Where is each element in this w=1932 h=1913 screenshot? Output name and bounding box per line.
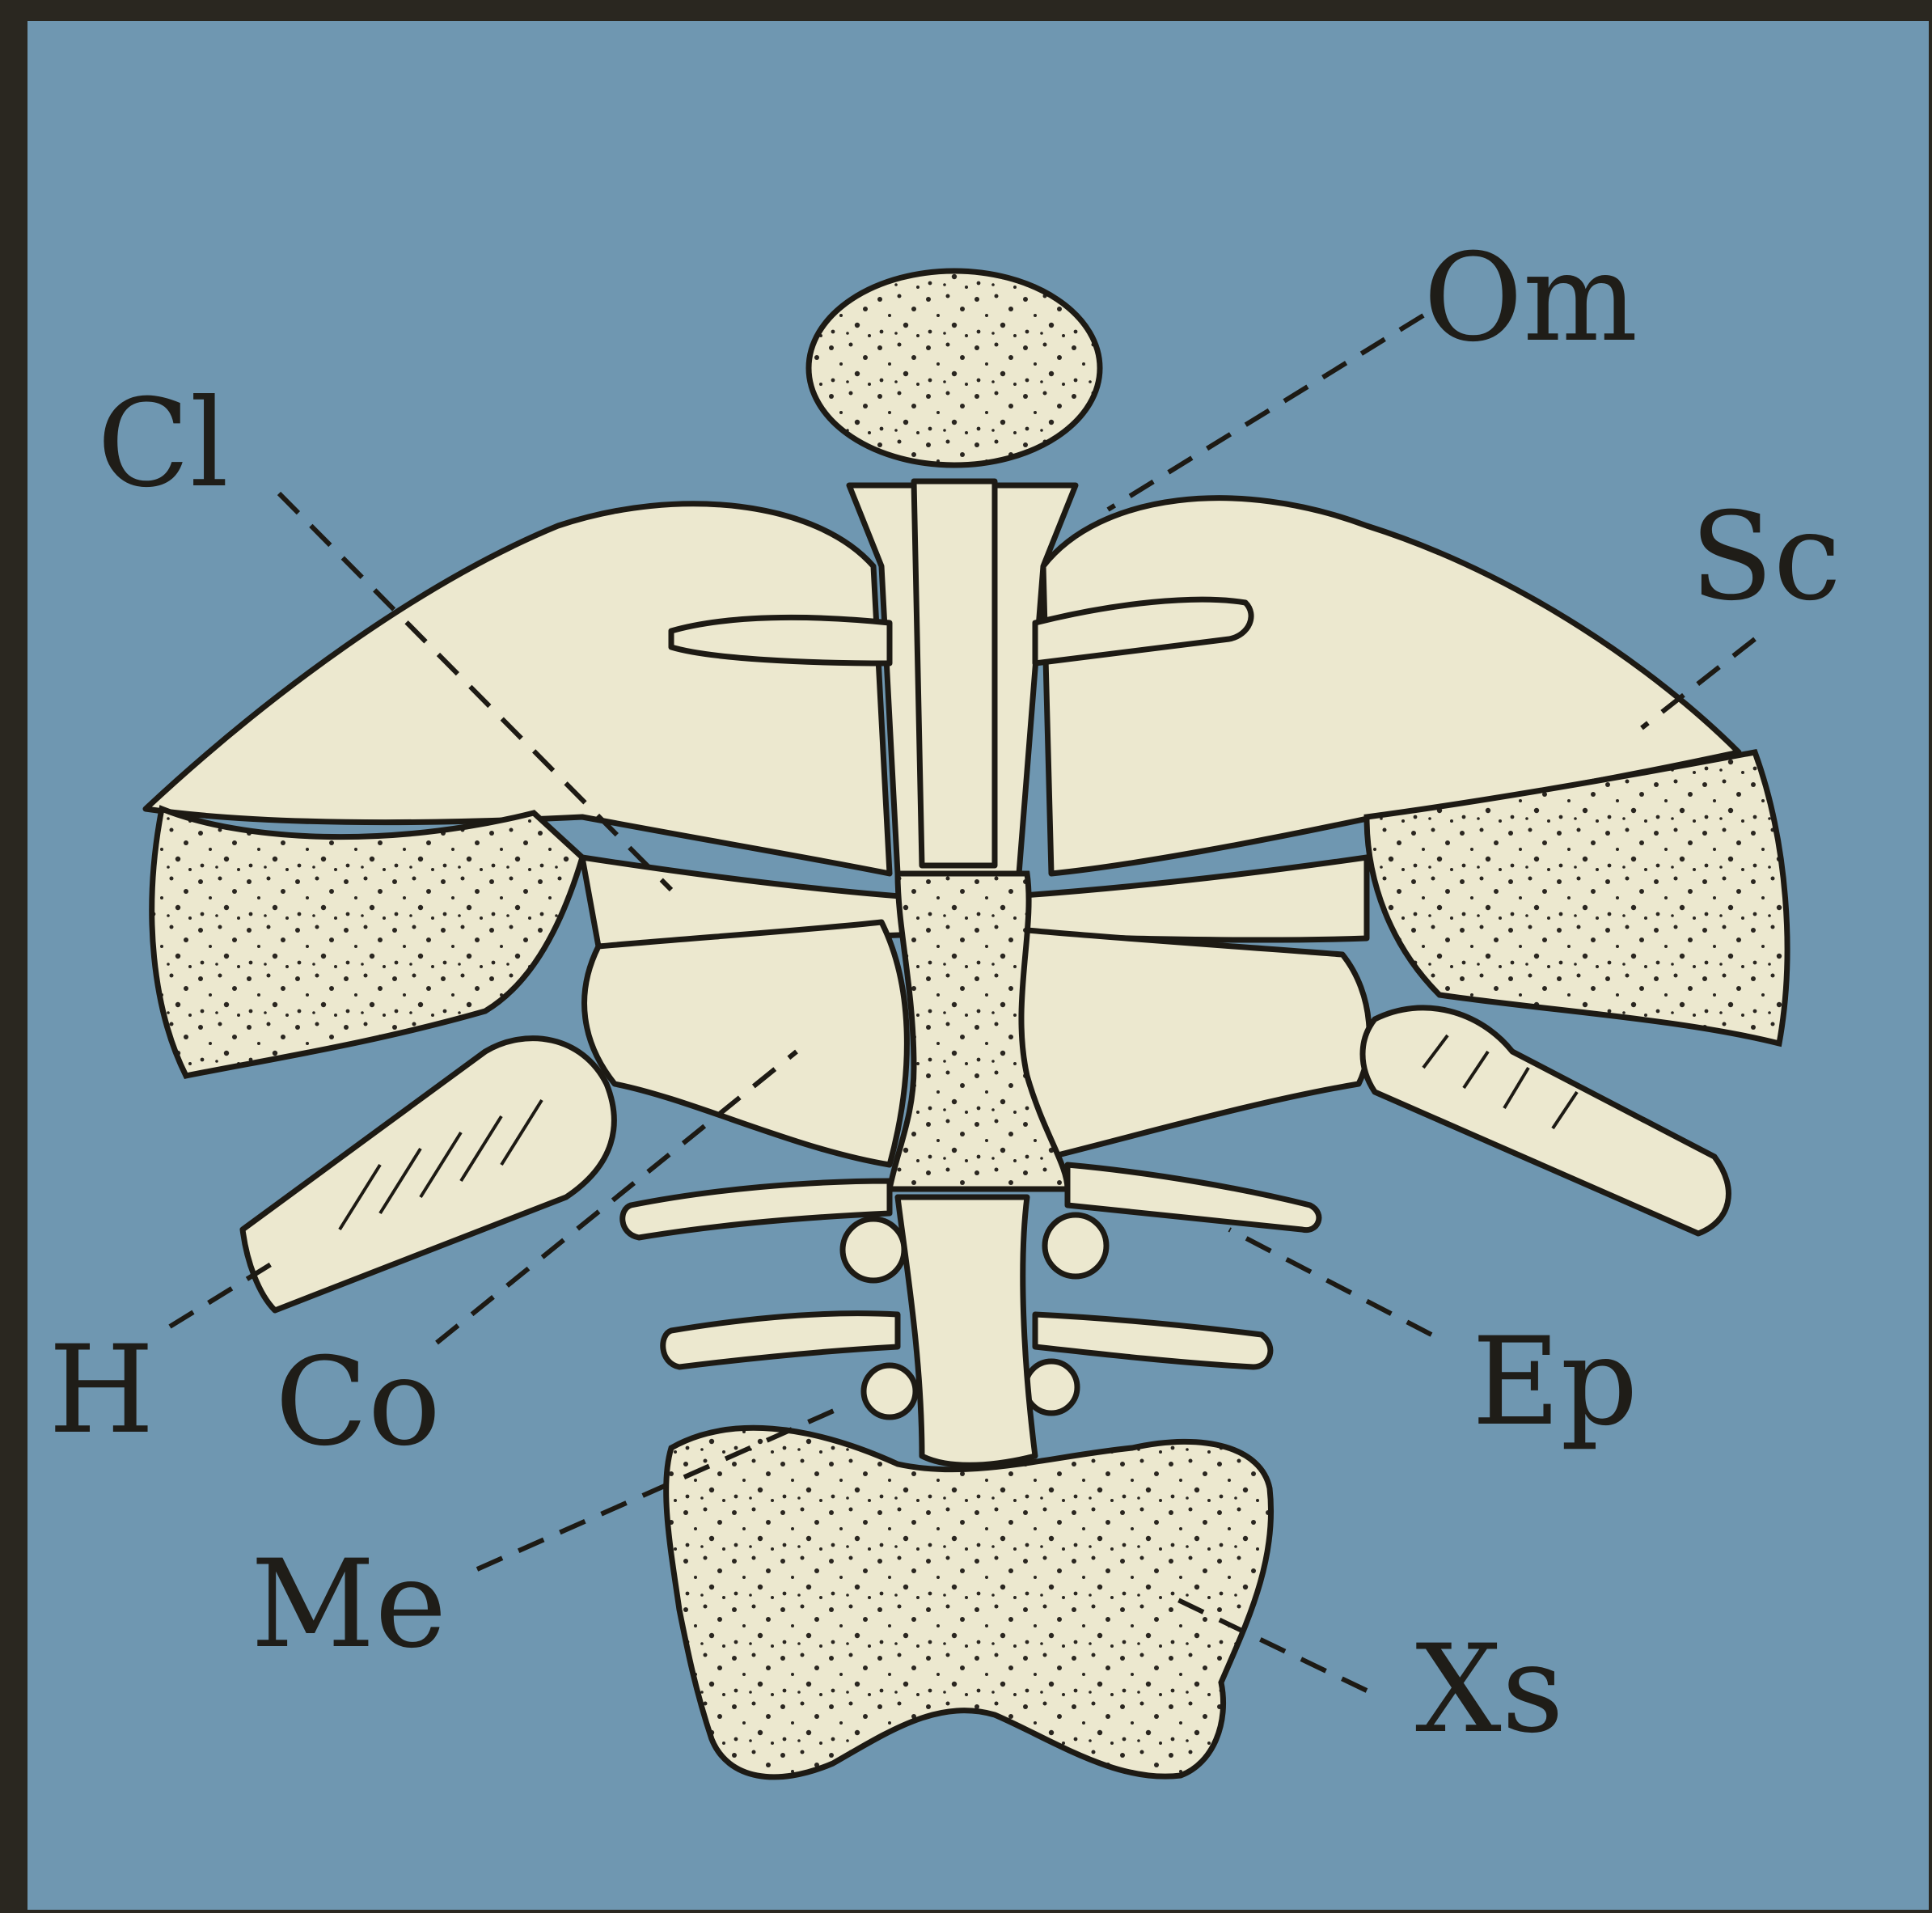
left-coracoid	[585, 922, 907, 1165]
leader-om	[1108, 315, 1423, 510]
left-suprascapula	[152, 809, 582, 1076]
right-nodule-upper	[1045, 1215, 1106, 1276]
label-cl: Cl	[97, 374, 229, 514]
label-om: Om	[1423, 228, 1638, 369]
right-coracoid	[1019, 930, 1369, 1157]
label-me: Me	[251, 1534, 446, 1675]
omosternum-disc	[809, 271, 1100, 465]
leader-h	[170, 1262, 275, 1327]
lower-right-process-2	[1035, 1314, 1270, 1367]
upper-left-process	[671, 617, 890, 663]
right-humerus	[1363, 1008, 1728, 1234]
lower-left-process-2	[663, 1314, 898, 1367]
left-humerus	[243, 1039, 614, 1310]
label-co: Co	[275, 1332, 441, 1473]
left-nodule-upper	[843, 1219, 904, 1280]
mesosternum	[898, 1197, 1035, 1465]
label-ep: Ep	[1472, 1312, 1638, 1453]
label-h: H	[49, 1320, 154, 1461]
left-nodule-lower	[864, 1365, 915, 1417]
omosternum-stalk-center	[914, 481, 995, 866]
label-sc: Sc	[1690, 487, 1841, 628]
label-xs: Xs	[1415, 1619, 1564, 1760]
lower-right-process-1	[1067, 1165, 1319, 1230]
leader-ep	[1229, 1229, 1431, 1335]
right-nodule-lower	[1025, 1361, 1077, 1413]
